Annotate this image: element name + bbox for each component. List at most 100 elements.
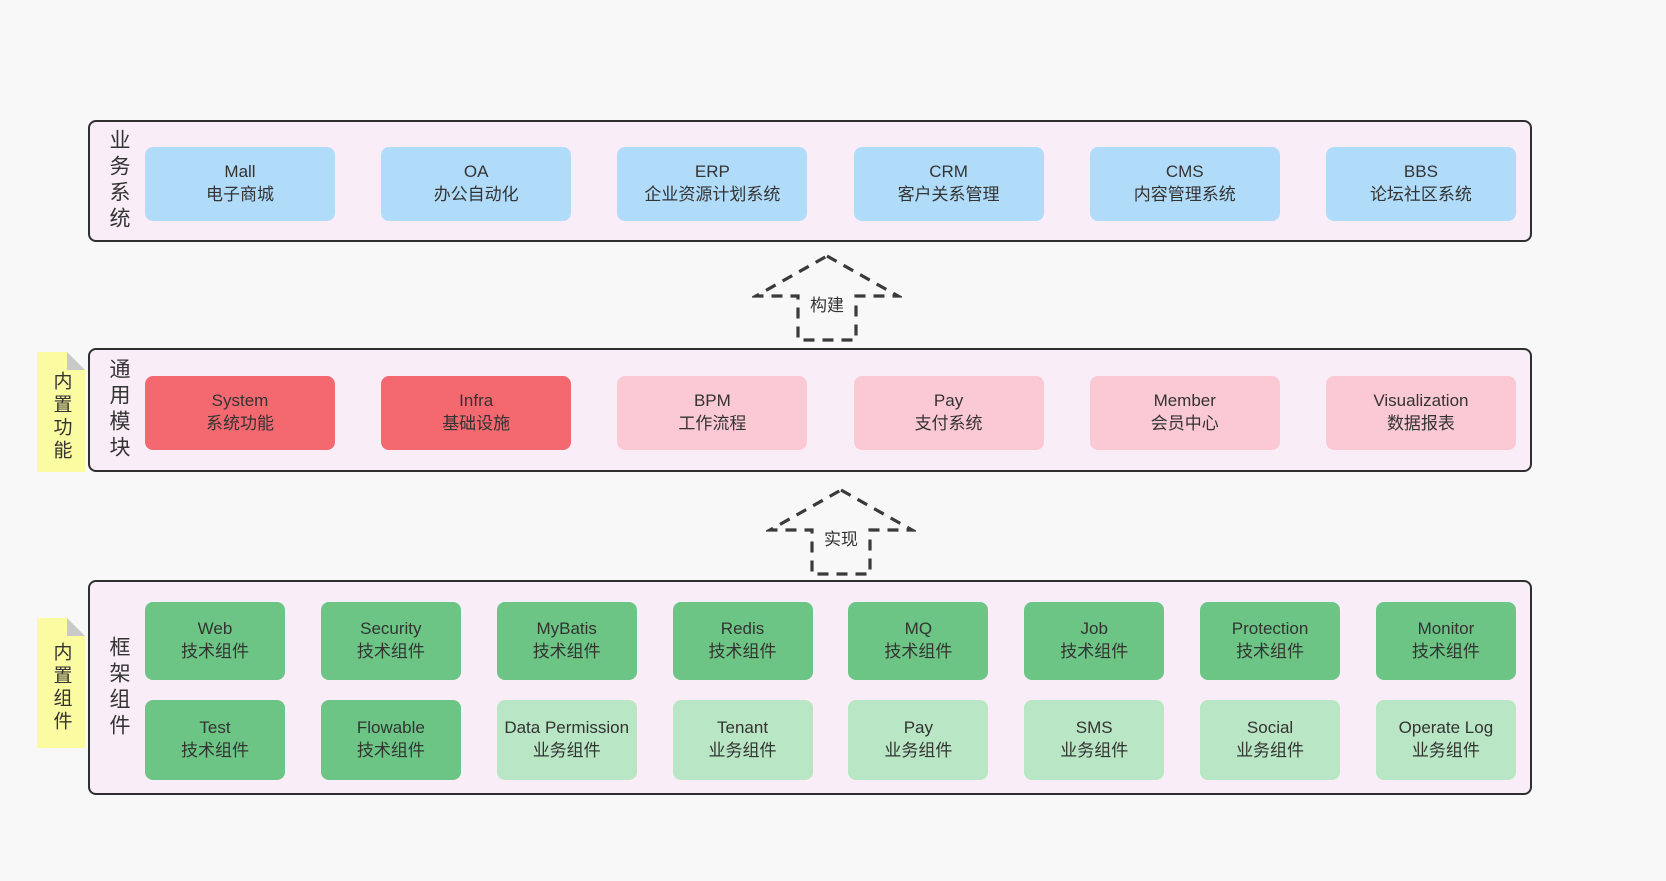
- common-modules-row: System 系统功能 Infra 基础设施 BPM 工作流程 Pay 支付系统…: [145, 376, 1516, 450]
- box-subtitle: 技术组件: [356, 741, 425, 760]
- layer-framework-components-label: 框架组件: [107, 635, 130, 740]
- box-subtitle: 技术组件: [708, 642, 777, 661]
- box-title: Flowable: [356, 718, 425, 738]
- box-title: BPM: [693, 391, 731, 411]
- box-subtitle: 支付系统: [914, 414, 983, 433]
- box-title: Test: [199, 718, 231, 738]
- box-erp: ERP 企业资源计划系统: [617, 147, 808, 221]
- box-title: Operate Log: [1398, 718, 1494, 738]
- box-subtitle: 办公自动化: [433, 185, 519, 204]
- box-title: Monitor: [1417, 619, 1475, 639]
- layer-business-systems-label: 业务系统: [107, 129, 130, 233]
- box-subtitle: 业务组件: [1411, 741, 1480, 760]
- box-title: Tenant: [717, 718, 769, 738]
- box-redis: Redis 技术组件: [672, 602, 813, 680]
- box-infra: Infra 基础设施: [381, 376, 572, 450]
- layer-common-modules-label: 通用模块: [107, 358, 130, 462]
- sticky-note-builtin-components: 内置组件: [37, 618, 85, 748]
- layer-business-systems: 业务系统 Mall 电子商城 OA 办公自动化 ERP 企业资源计划系统 CRM…: [88, 120, 1532, 242]
- box-subtitle: 业务组件: [1236, 741, 1305, 760]
- build-arrow: 构建: [752, 252, 902, 344]
- box-subtitle: 电子商城: [206, 185, 274, 204]
- layer-framework-components: 框架组件 Web 技术组件 Security 技术组件 MyBatis 技术组件…: [88, 580, 1532, 795]
- box-cms: CMS 内容管理系统: [1089, 147, 1280, 221]
- box-title: Protection: [1231, 619, 1309, 639]
- box-title: ERP: [694, 162, 730, 182]
- build-arrow-label: 构建: [807, 290, 847, 317]
- box-flowable: Flowable 技术组件: [320, 700, 461, 780]
- box-subtitle: 技术组件: [356, 642, 425, 661]
- box-web: Web 技术组件: [145, 602, 285, 680]
- box-subtitle: 数据报表: [1386, 414, 1455, 433]
- box-subtitle: 技术组件: [1411, 642, 1480, 661]
- box-title: MQ: [904, 619, 933, 639]
- box-title: SMS: [1075, 718, 1113, 738]
- box-title: System: [211, 391, 269, 411]
- box-subtitle: 企业资源计划系统: [644, 185, 781, 204]
- box-title: Pay: [933, 391, 964, 411]
- box-system: System 系统功能: [145, 376, 335, 450]
- box-title: Redis: [720, 619, 765, 639]
- box-visualization: Visualization 数据报表: [1325, 376, 1516, 450]
- box-pay-component: Pay 业务组件: [848, 700, 989, 780]
- box-subtitle: 基础设施: [442, 414, 511, 433]
- box-subtitle: 技术组件: [181, 741, 249, 760]
- box-title: Visualization: [1373, 391, 1469, 411]
- box-sms: SMS 业务组件: [1024, 700, 1165, 780]
- box-subtitle: 技术组件: [1060, 642, 1129, 661]
- box-test: Test 技术组件: [145, 700, 285, 780]
- box-title: Job: [1080, 619, 1108, 639]
- box-subtitle: 内容管理系统: [1133, 185, 1236, 204]
- box-subtitle: 工作流程: [678, 414, 747, 433]
- box-subtitle: 技术组件: [532, 642, 601, 661]
- box-subtitle: 论坛社区系统: [1369, 185, 1472, 204]
- box-member: Member 会员中心: [1089, 376, 1280, 450]
- box-title: Mall: [224, 162, 256, 182]
- box-subtitle: 技术组件: [884, 642, 953, 661]
- box-title: MyBatis: [536, 619, 597, 639]
- box-mq: MQ 技术组件: [848, 602, 989, 680]
- box-title: Member: [1153, 391, 1216, 411]
- box-title: Security: [360, 619, 422, 639]
- box-protection: Protection 技术组件: [1200, 602, 1341, 680]
- sticky-note-builtin-features: 内置功能: [37, 352, 85, 472]
- box-bbs: BBS 论坛社区系统: [1325, 147, 1516, 221]
- box-title: OA: [463, 162, 489, 182]
- box-title: CRM: [929, 162, 968, 182]
- folded-corner-icon: [67, 352, 85, 370]
- sticky-note-text: 内置组件: [50, 642, 72, 734]
- box-subtitle: 系统功能: [206, 414, 274, 433]
- box-monitor: Monitor 技术组件: [1375, 602, 1516, 680]
- box-subtitle: 业务组件: [1060, 741, 1129, 760]
- box-subtitle: 业务组件: [532, 741, 601, 760]
- box-mall: Mall 电子商城: [145, 147, 335, 221]
- box-title: Web: [197, 619, 233, 639]
- box-title: Infra: [459, 391, 494, 411]
- box-job: Job 技术组件: [1024, 602, 1165, 680]
- box-mybatis: MyBatis 技术组件: [496, 602, 637, 680]
- box-tenant: Tenant 业务组件: [672, 700, 813, 780]
- box-subtitle: 技术组件: [181, 642, 249, 661]
- folded-corner-icon: [67, 618, 85, 636]
- box-subtitle: 业务组件: [708, 741, 777, 760]
- implement-arrow: 实现: [766, 486, 916, 578]
- tech-components-row: Web 技术组件 Security 技术组件 MyBatis 技术组件 Redi…: [145, 602, 1516, 680]
- box-operate-log: Operate Log 业务组件: [1375, 700, 1516, 780]
- box-bpm: BPM 工作流程: [617, 376, 808, 450]
- box-title: BBS: [1403, 162, 1438, 182]
- box-title: Pay: [903, 718, 934, 738]
- sticky-note-text: 内置功能: [50, 371, 72, 463]
- box-pay-system: Pay 支付系统: [853, 376, 1044, 450]
- business-boxes-row: Mall 电子商城 OA 办公自动化 ERP 企业资源计划系统 CRM 客户关系…: [145, 147, 1516, 221]
- biz-components-row: Test 技术组件 Flowable 技术组件 Data Permission …: [145, 700, 1516, 780]
- box-subtitle: 客户关系管理: [897, 185, 1000, 204]
- box-subtitle: 会员中心: [1150, 414, 1219, 433]
- box-title: Social: [1246, 718, 1294, 738]
- box-security: Security 技术组件: [320, 602, 461, 680]
- box-title: Data Permission: [504, 718, 630, 738]
- box-subtitle: 业务组件: [884, 741, 953, 760]
- implement-arrow-label: 实现: [821, 524, 861, 551]
- layer-common-modules: 通用模块 System 系统功能 Infra 基础设施 BPM 工作流程 Pay…: [88, 348, 1532, 472]
- box-oa: OA 办公自动化: [381, 147, 572, 221]
